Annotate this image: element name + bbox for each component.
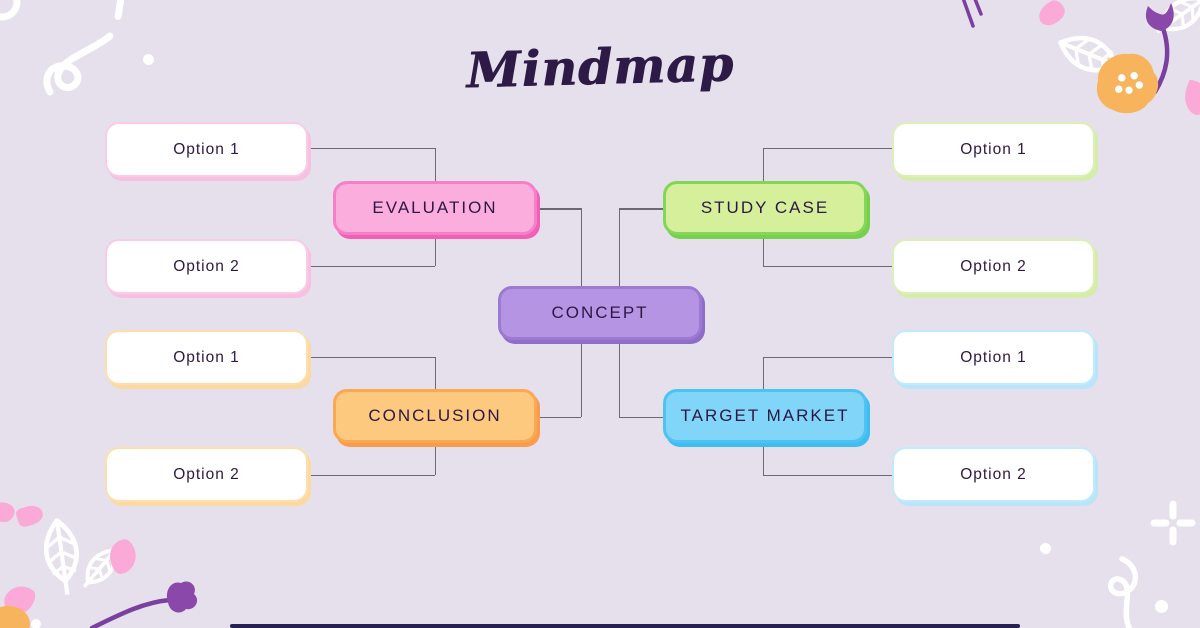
node-study-case-option-2[interactable]: Option 2 (892, 239, 1095, 294)
page-title: Mindmap (465, 34, 735, 100)
connector-line (618, 339, 620, 417)
connector-line (763, 147, 892, 149)
squiggle-icon (1108, 556, 1139, 628)
node-conclusion-option-2[interactable]: Option 2 (105, 447, 308, 502)
stem-doodle-icon (961, 0, 983, 28)
node-label: Option 2 (960, 257, 1027, 275)
node-label: CONCLUSION (368, 406, 502, 425)
node-label: STUDY CASE (700, 198, 830, 217)
node-label: EVALUATION (372, 198, 498, 217)
bottom-accent-bar (230, 624, 1020, 628)
connector-line (537, 416, 581, 418)
dot-icon (1040, 543, 1051, 554)
node-label: Option 1 (173, 348, 240, 366)
petal-icon (14, 502, 46, 529)
connector-line (763, 356, 892, 358)
connector-line (618, 208, 620, 287)
node-concept[interactable]: CONCEPT (498, 286, 702, 340)
node-label: Option 2 (173, 257, 240, 275)
petal-icon (0, 578, 40, 621)
petal-icon (1034, 0, 1069, 29)
node-label: Option 1 (960, 140, 1027, 158)
dot-icon (1155, 600, 1168, 613)
node-study-case[interactable]: STUDY CASE (663, 181, 867, 235)
connector-line (580, 208, 582, 287)
node-target-market-option-1[interactable]: Option 1 (892, 330, 1095, 385)
connector-line (619, 208, 663, 210)
connector-line (763, 265, 892, 267)
node-target-market-option-2[interactable]: Option 2 (892, 447, 1095, 502)
node-label: Option 1 (960, 348, 1027, 366)
tick-doodle-icon (114, 0, 125, 21)
flower-stem-icon (89, 581, 198, 628)
node-label: Option 2 (173, 465, 240, 483)
leaf-icon (82, 548, 117, 588)
connector-line (307, 265, 435, 267)
node-evaluation-option-1[interactable]: Option 1 (105, 122, 308, 177)
petal-icon (106, 537, 140, 576)
node-target-market[interactable]: TARGET MARKET (663, 389, 867, 443)
node-conclusion[interactable]: CONCLUSION (333, 389, 537, 443)
node-evaluation-option-2[interactable]: Option 2 (105, 239, 308, 294)
leaf-icon (43, 518, 79, 595)
node-conclusion-option-1[interactable]: Option 1 (105, 330, 308, 385)
dot-icon (31, 619, 41, 628)
connector-line (307, 356, 435, 358)
petal-icon (1179, 79, 1200, 117)
node-label: Option 1 (173, 140, 240, 158)
node-study-case-option-1[interactable]: Option 1 (892, 122, 1095, 177)
connector-line (307, 147, 435, 149)
petal-icon (0, 497, 18, 527)
connector-line (580, 339, 582, 417)
node-label: CONCEPT (551, 303, 649, 322)
blob-icon (0, 606, 30, 628)
node-label: TARGET MARKET (680, 406, 850, 425)
connector-line (307, 474, 435, 476)
connector-line (619, 416, 663, 418)
plus-sparkle-icon (1150, 500, 1196, 546)
node-label: Option 2 (960, 465, 1027, 483)
connector-line (537, 208, 581, 210)
arc-doodle-icon (0, 0, 21, 21)
node-evaluation[interactable]: EVALUATION (333, 181, 537, 235)
connector-line (763, 474, 892, 476)
